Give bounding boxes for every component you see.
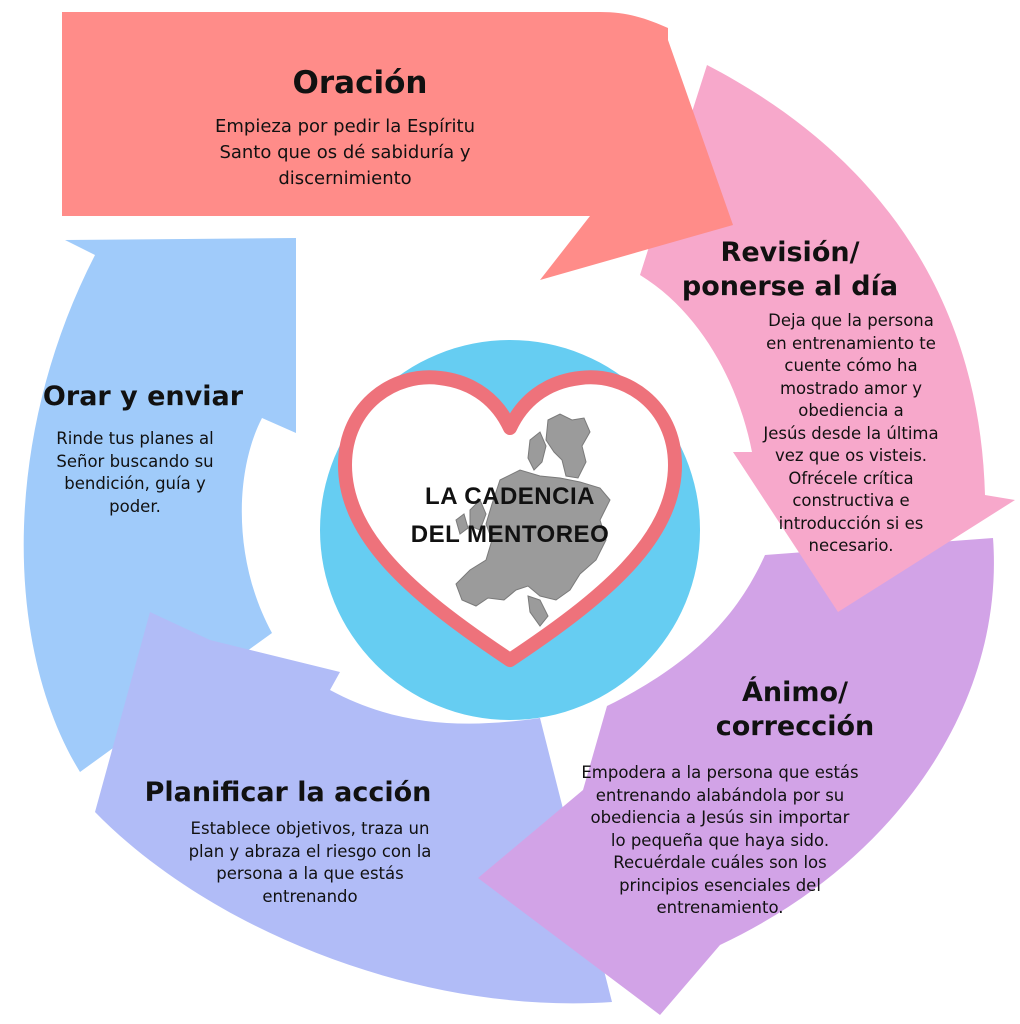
oracion-title: Oración [292, 65, 428, 101]
arrow-planificar [95, 612, 612, 1004]
orar-body: Rinde tus planes al Señor buscando su be… [56, 429, 214, 516]
oracion-body: Empieza por pedir la Espíritu Santo que … [214, 116, 475, 189]
arrow-orar-enviar [23, 238, 296, 772]
europe-map-icon [455, 413, 611, 627]
revision-title: Revisión/ ponerse al día [681, 237, 899, 302]
arrow-animo [478, 538, 994, 1015]
arrow-oracion [62, 12, 733, 280]
revision-body: Deja que la persona en entrenamiento te … [763, 311, 939, 555]
planificar-body: Establece objetivos, traza un plan y abr… [188, 819, 432, 906]
orar-title: Orar y enviar [42, 381, 244, 412]
arrow-revision [640, 65, 1015, 612]
center-title: LA CADENCIA DEL MENTOREO [410, 483, 610, 548]
animo-body: Empodera a la persona que estás entrenan… [581, 763, 859, 917]
animo-title: Ánimo/ corrección [715, 677, 875, 742]
planificar-title: Planificar la acción [144, 777, 432, 808]
